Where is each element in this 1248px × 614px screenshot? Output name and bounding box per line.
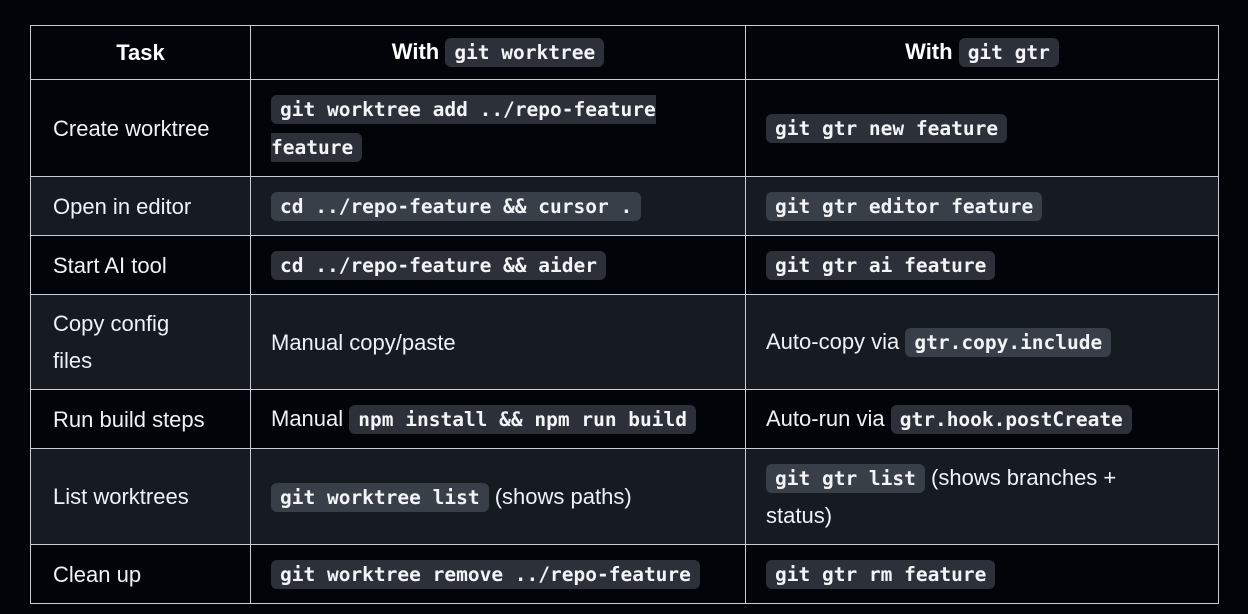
inline-code-chip: git gtr new feature bbox=[766, 114, 1008, 143]
task-cell: Clean up bbox=[30, 544, 251, 604]
gtr-cell: git gtr new feature bbox=[745, 79, 1219, 177]
table-row: Run build steps Manual npm install && npm… bbox=[30, 389, 1219, 449]
worktree-cell: cd ../repo-feature && aider bbox=[250, 235, 746, 295]
gtr-cell: Auto-run via gtr.hook.postCreate bbox=[745, 389, 1219, 449]
inline-code-chip: git worktree bbox=[445, 38, 605, 67]
table-body: Create worktree git worktree add ../repo-… bbox=[30, 79, 1219, 604]
text-segment: Task bbox=[116, 39, 165, 65]
task-cell: Open in editor bbox=[30, 176, 251, 236]
worktree-cell: git worktree add ../repo-feature feature bbox=[250, 79, 746, 177]
text-segment: With bbox=[905, 39, 959, 64]
text-segment: Manual copy/paste bbox=[271, 329, 456, 355]
inline-code-chip: cd ../repo-feature && cursor . bbox=[271, 192, 642, 221]
inline-code-chip: git worktree list bbox=[271, 482, 489, 512]
inline-code-chip: git gtr bbox=[958, 38, 1059, 67]
column-header-task: Task bbox=[30, 25, 251, 80]
worktree-cell: Manual npm install && npm run build bbox=[250, 389, 746, 449]
inline-code-chip: git gtr list bbox=[766, 464, 925, 493]
task-cell: Create worktree bbox=[30, 79, 251, 177]
column-header-gtr: With git gtr bbox=[745, 25, 1219, 80]
text-segment: Clean up bbox=[53, 561, 142, 587]
table-header: Task With git worktree With git gtr bbox=[30, 25, 1219, 80]
inline-code-chip: git gtr ai feature bbox=[766, 251, 996, 280]
task-cell: List worktrees bbox=[30, 448, 251, 545]
task-cell: Copy config files bbox=[30, 294, 251, 390]
inline-code-chip: git worktree remove ../repo-feature bbox=[271, 560, 700, 589]
gtr-cell: Auto-copy via gtr.copy.include bbox=[745, 294, 1219, 390]
task-cell: Start AI tool bbox=[30, 235, 251, 295]
task-cell: Run build steps bbox=[30, 389, 251, 449]
table-row: Open in editor cd ../repo-feature && curs… bbox=[30, 176, 1219, 236]
inline-code-chip: npm install && npm run build bbox=[349, 405, 697, 434]
worktree-cell: cd ../repo-feature && cursor . bbox=[250, 176, 746, 236]
gtr-cell: git gtr editor feature bbox=[745, 176, 1219, 236]
inline-code-chip: git gtr rm feature bbox=[766, 560, 996, 589]
worktree-cell: git worktree list (shows paths) bbox=[250, 448, 746, 545]
text-segment: Auto-run via bbox=[766, 406, 891, 431]
text-segment: Run build steps bbox=[53, 406, 205, 432]
inline-code-chip: git gtr editor feature bbox=[766, 192, 1043, 221]
text-segment: Create worktree bbox=[53, 115, 210, 141]
inline-code-chip: cd ../repo-feature && aider bbox=[271, 251, 606, 280]
text-segment: (shows branches + status) bbox=[766, 465, 1117, 528]
text-segment: Start AI tool bbox=[53, 252, 167, 278]
inline-code-chip: git worktree add ../repo-feature feature bbox=[271, 95, 656, 162]
table-row: List worktrees git worktree list (shows p… bbox=[30, 448, 1219, 545]
column-header-worktree: With git worktree bbox=[250, 25, 746, 80]
text-segment: Manual bbox=[271, 406, 350, 431]
text-segment: Copy config files bbox=[53, 311, 170, 373]
inline-code-chip: gtr.copy.include bbox=[905, 328, 1112, 357]
header-row: Task With git worktree With git gtr bbox=[30, 25, 1219, 80]
gtr-cell: git gtr rm feature bbox=[745, 544, 1219, 604]
table-row: Clean up git worktree remove ../repo-feat… bbox=[30, 544, 1219, 604]
text-segment: (shows paths) bbox=[488, 483, 632, 509]
gtr-cell: git gtr ai feature bbox=[745, 235, 1219, 295]
comparison-table: Task With git worktree With git gtr Crea… bbox=[30, 25, 1219, 604]
text-segment: With bbox=[391, 39, 446, 64]
table-row: Copy config files Manual copy/paste Auto-c… bbox=[30, 294, 1219, 390]
worktree-cell: git worktree remove ../repo-feature bbox=[250, 544, 746, 604]
gtr-cell: git gtr list (shows branches + status) bbox=[745, 448, 1219, 545]
text-segment: Open in editor bbox=[53, 193, 192, 219]
table-row: Start AI tool cd ../repo-feature && aider… bbox=[30, 235, 1219, 295]
worktree-cell: Manual copy/paste bbox=[250, 294, 746, 390]
inline-code-chip: gtr.hook.postCreate bbox=[890, 405, 1132, 434]
text-segment: List worktrees bbox=[53, 484, 189, 509]
table-row: Create worktree git worktree add ../repo-… bbox=[30, 79, 1219, 177]
text-segment: Auto-copy via bbox=[766, 329, 906, 354]
